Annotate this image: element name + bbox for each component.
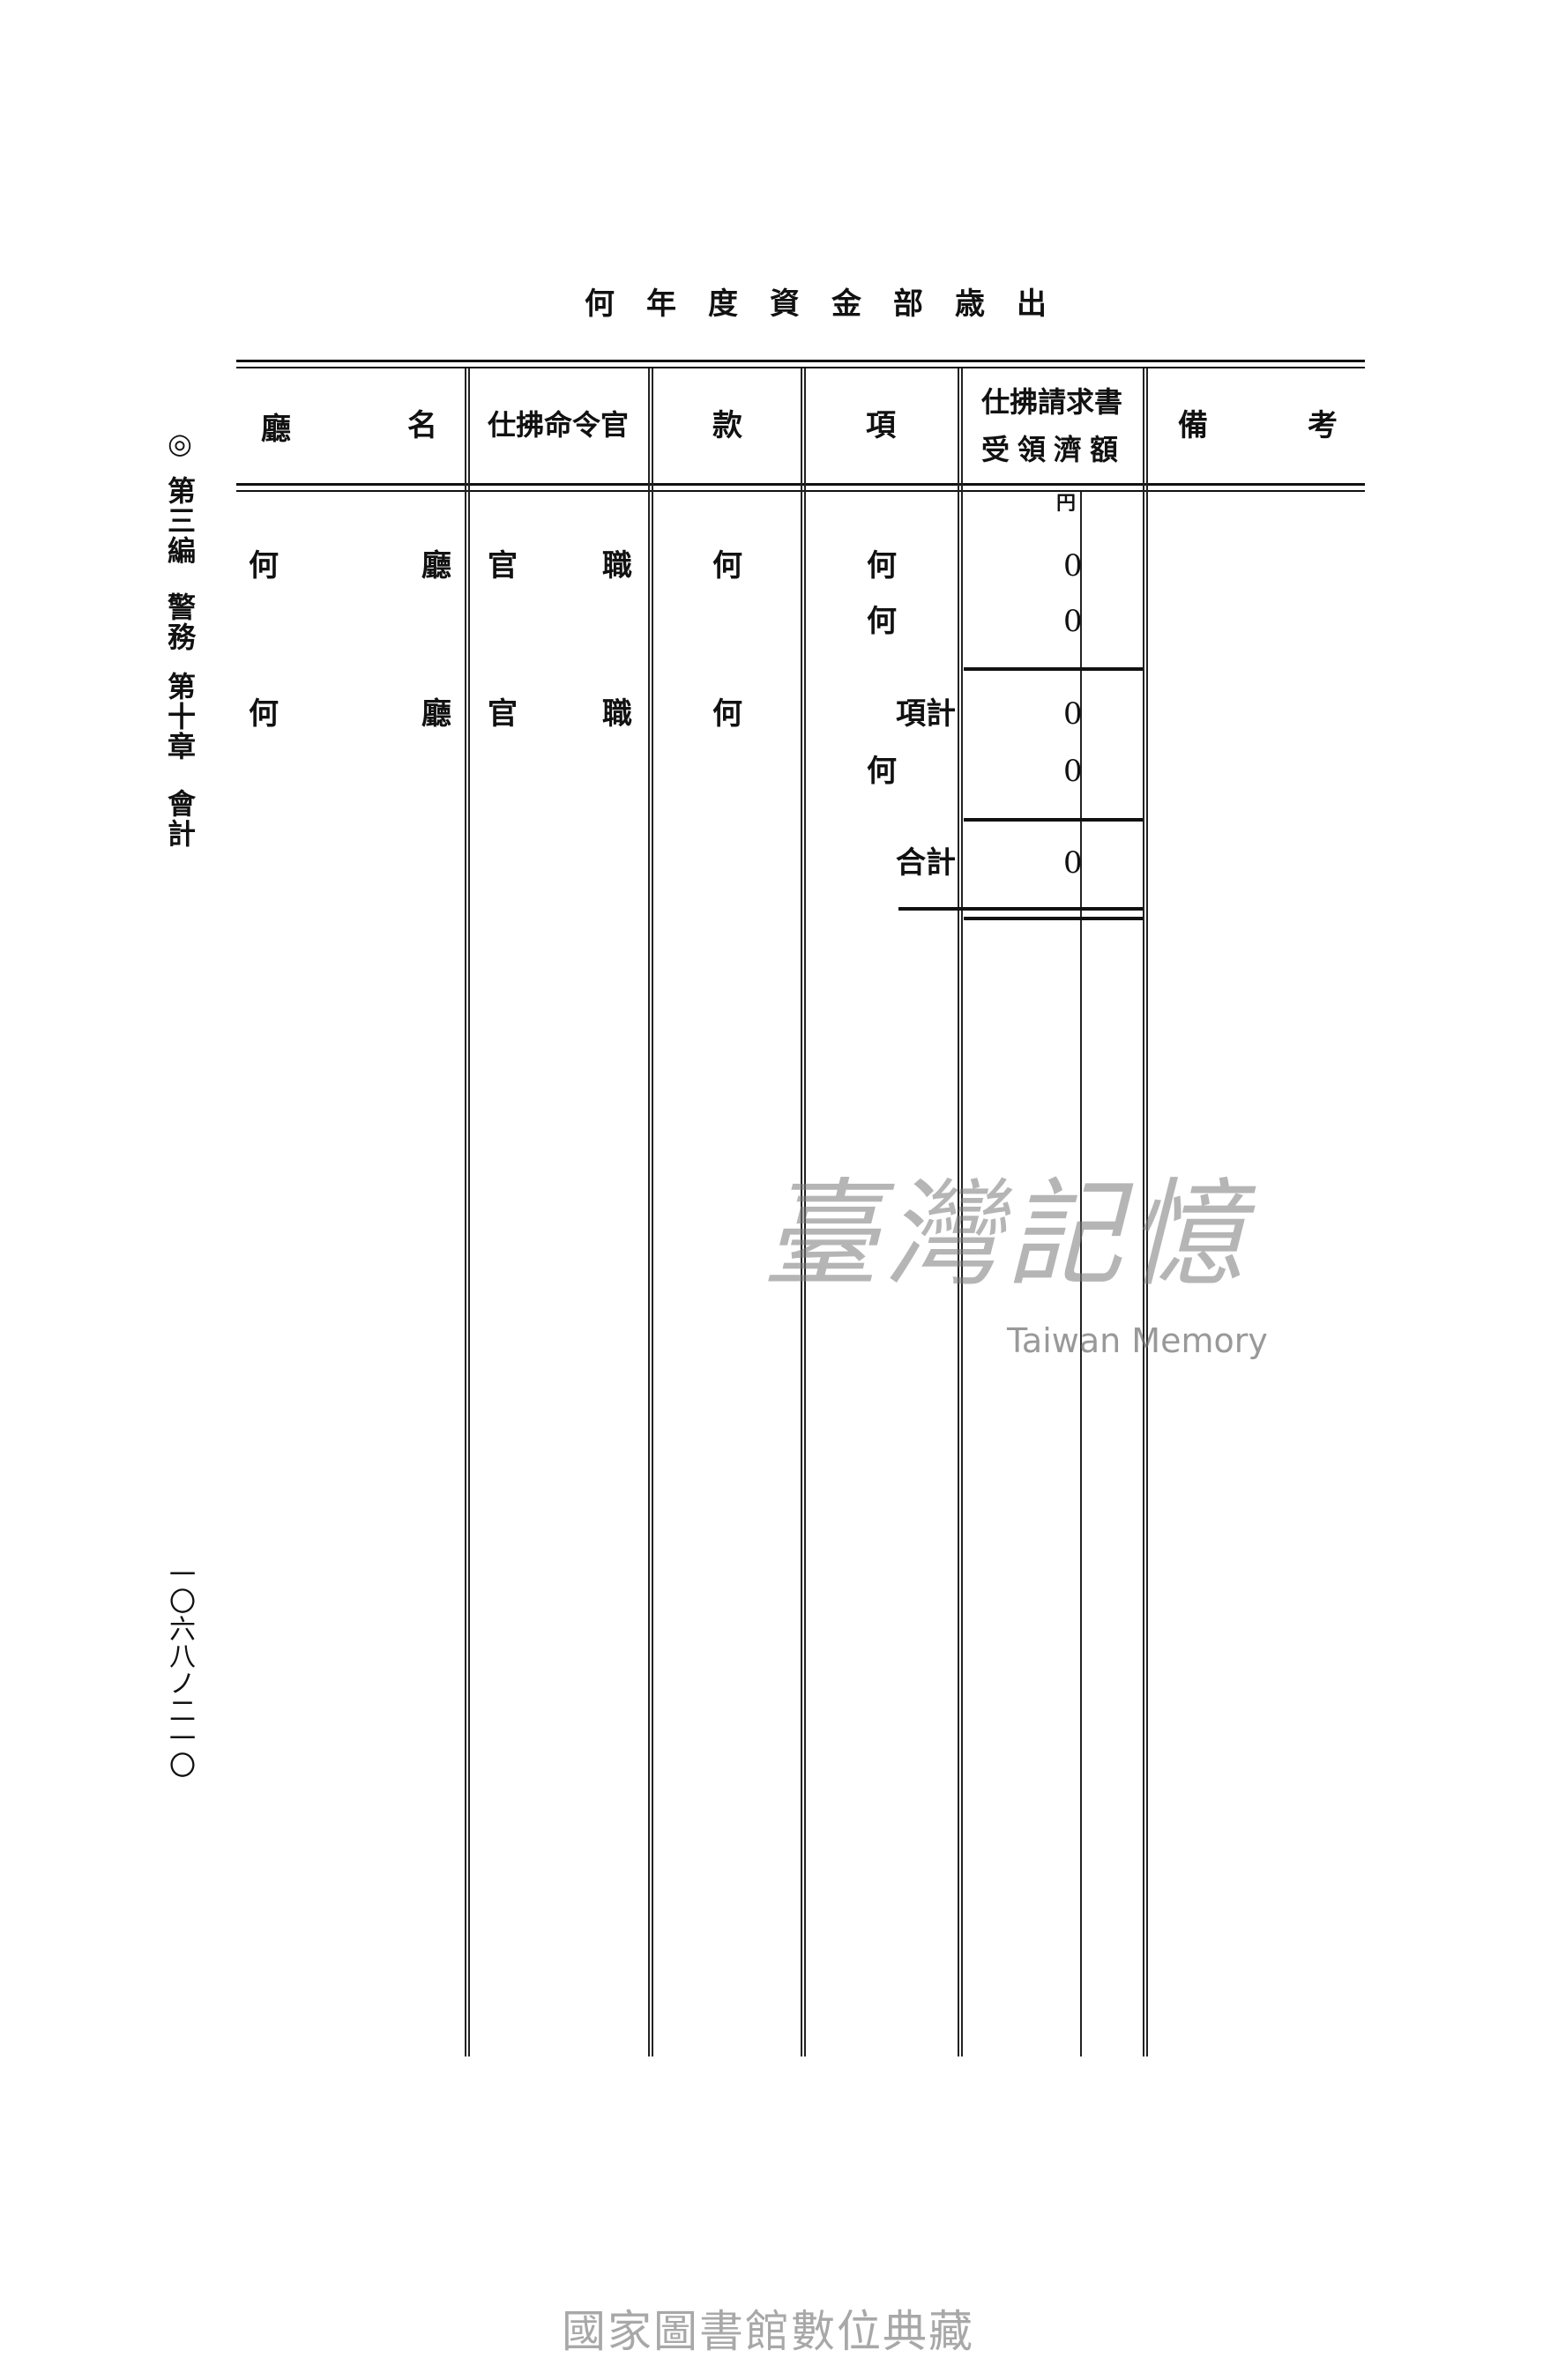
header-remarks-b: 考 bbox=[1308, 408, 1338, 443]
watermark-logo: 臺灣記憶 bbox=[763, 1167, 1249, 1303]
cell-kan: 何 bbox=[712, 696, 742, 732]
title-char: 年 bbox=[646, 286, 676, 322]
cell-officer-b: 職 bbox=[602, 696, 632, 732]
title-char: 度 bbox=[708, 286, 738, 322]
column-divider bbox=[465, 368, 470, 2056]
header-remarks-a: 備 bbox=[1178, 408, 1208, 443]
unit-label: 円 bbox=[1056, 492, 1077, 515]
header-office-a: 廳 bbox=[261, 412, 291, 447]
cell-office-a: 何 bbox=[249, 548, 279, 584]
title-char: 金 bbox=[831, 286, 861, 322]
sidebar-topic: 會計 bbox=[163, 789, 197, 849]
cell-kou: 何 bbox=[867, 548, 897, 584]
cell-amount-total: 0 bbox=[1063, 845, 1083, 881]
cell-kan: 何 bbox=[712, 548, 742, 584]
sidebar-chapter: 第十章 bbox=[163, 672, 197, 762]
cell-kou: 何 bbox=[867, 604, 897, 639]
watermark-text: Taiwan Memory bbox=[1007, 1321, 1268, 1360]
cell-amount: 0 bbox=[1063, 754, 1083, 789]
sidebar-part: 警務 bbox=[163, 592, 197, 652]
document-title: 何年度資金部歳出 bbox=[569, 289, 1062, 319]
cell-kou-subtotal: 項計 bbox=[896, 696, 956, 732]
total-double-rule bbox=[898, 907, 1143, 911]
title-char: 部 bbox=[893, 286, 923, 322]
title-char: 何 bbox=[585, 286, 615, 322]
cell-amount: 0 bbox=[1063, 696, 1083, 732]
cell-kou: 何 bbox=[867, 754, 897, 789]
title-char: 出 bbox=[1017, 286, 1047, 322]
cell-amount: 0 bbox=[1063, 604, 1083, 639]
column-divider bbox=[801, 368, 806, 2056]
amount-decimal-divider bbox=[1080, 492, 1082, 2056]
cell-amount: 0 bbox=[1063, 548, 1083, 584]
cell-office-b: 廳 bbox=[421, 548, 451, 584]
cell-officer-b: 職 bbox=[602, 548, 632, 584]
total-double-rule bbox=[964, 917, 1143, 920]
table-top-rule bbox=[236, 360, 1365, 362]
page-number: 一〇六八ノ二一〇 bbox=[164, 1560, 195, 1779]
column-divider bbox=[1143, 368, 1148, 2056]
title-char: 資 bbox=[770, 286, 800, 322]
sidebar-mark: ◎ bbox=[163, 427, 197, 462]
header-office-b: 名 bbox=[407, 408, 437, 443]
table-top-rule-inner bbox=[236, 367, 1365, 368]
header-kou: 項 bbox=[866, 408, 896, 443]
cell-office-a: 何 bbox=[249, 696, 279, 732]
subtotal-rule bbox=[964, 667, 1143, 671]
header-kan: 款 bbox=[712, 408, 742, 443]
header-amount-line1: 仕拂請求書 bbox=[981, 385, 1123, 419]
cell-kou-total: 合計 bbox=[896, 845, 956, 881]
cell-office-b: 廳 bbox=[421, 696, 451, 732]
cell-officer-a: 官 bbox=[488, 696, 518, 732]
sidebar-section: 第三編 bbox=[163, 476, 197, 566]
column-divider bbox=[958, 368, 963, 2056]
header-amount-line2: 受領濟額 bbox=[981, 433, 1127, 466]
footer-archive-label: 國家圖書館數位典藏 bbox=[562, 2306, 974, 2357]
title-char: 歳 bbox=[955, 286, 985, 322]
column-divider bbox=[648, 368, 653, 2056]
cell-officer-a: 官 bbox=[488, 548, 518, 584]
subtotal-rule bbox=[964, 818, 1143, 822]
header-officer: 仕拂命令官 bbox=[488, 408, 630, 442]
